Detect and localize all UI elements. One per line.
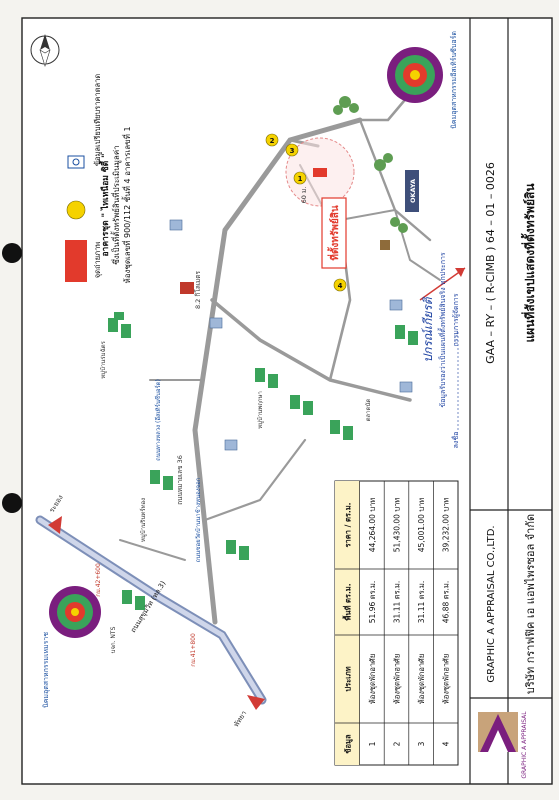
legend-condo: อาคารชุด " ไทเหนือม ซิตี้ " bbox=[98, 153, 111, 256]
binder-hole-top bbox=[2, 243, 22, 263]
road-1-label: ถนนทางหลวง (อีสเทิร์นซีบอร์ด) bbox=[154, 379, 162, 461]
camera-icon bbox=[67, 155, 85, 169]
village-symbols bbox=[108, 312, 418, 610]
comparison-point-1 bbox=[293, 171, 307, 185]
legend: อาคารชุด " ไทเหนือม ซิตี้ " ซึ่งเป็นที่ต… bbox=[65, 74, 132, 284]
market-label: ตลาดนัด bbox=[365, 398, 372, 421]
table-cell: 2 bbox=[393, 741, 402, 746]
logo-caption: GRAPHIC A APPRAISAL bbox=[521, 711, 528, 779]
comparison-point-4 bbox=[333, 278, 347, 292]
property-tag: ที่ตั้งทรัพย์สิน bbox=[327, 205, 341, 260]
table-cell: 45,001.00 บาท bbox=[417, 498, 426, 553]
okaya-sign: OKAYA bbox=[405, 170, 419, 212]
signature-block: ปกรณ์เกียรติ ข้อมูลรับรองว่าเป็นแผนที่ตั… bbox=[421, 252, 460, 448]
table-cell: 51,430.00 บาท bbox=[393, 498, 402, 553]
table-cell: ห้องชุดพักอาศัย bbox=[393, 654, 402, 704]
comparison-point-2 bbox=[265, 133, 279, 147]
comparison-point-3 bbox=[285, 143, 299, 157]
table-cell: 44,264.00 บาท bbox=[368, 498, 377, 553]
main-access-road bbox=[192, 117, 363, 625]
table-cell: 31.11 ตร.ม. bbox=[393, 581, 402, 623]
estate-logo-top bbox=[387, 47, 443, 103]
subject-property: ที่ตั้งทรัพย์สิน bbox=[313, 168, 347, 269]
village-3-label: หมู่บ้านพฤกษา bbox=[257, 391, 264, 429]
tree-clusters bbox=[333, 96, 408, 233]
report-number: GAA – RY – ( R-CIMB ) 64 – 01 – 0026 bbox=[484, 162, 497, 364]
legend-property-swatch bbox=[65, 240, 87, 282]
table-header-cell: ประเภท bbox=[343, 666, 352, 691]
map-title: แผนที่สังเขปแสดงที่ตั้งทรัพย์สิน bbox=[520, 183, 537, 343]
table-cell: 1 bbox=[368, 741, 377, 746]
table-cell: ห้องชุดพักอาศัย bbox=[442, 654, 451, 704]
comparison-point-4-label: 4 bbox=[338, 282, 343, 290]
km-b-label: กม.41+800 bbox=[190, 633, 197, 667]
direction-arrows bbox=[48, 267, 466, 710]
table-cell: 46.88 ตร.ม. bbox=[442, 581, 451, 623]
dist-82-label: 8.2 กิโลเมตร bbox=[194, 270, 202, 309]
comparison-point-3-label: 3 bbox=[290, 147, 295, 155]
company-name-english: GRAPHIC A APPRAISAL CO.,LTD. bbox=[486, 525, 497, 682]
table-header-cell: พื้นที่ ตร.ม. bbox=[341, 583, 352, 620]
legend-property: ซึ่งเป็นที่ตั้งทรัพย์สินที่ประเมินมูลค่า bbox=[110, 145, 122, 264]
legend-comparison-swatch bbox=[66, 200, 86, 220]
nts-label: บจก. NTS bbox=[110, 626, 117, 653]
table-cell: 39,232.00 บาท bbox=[442, 498, 451, 553]
signature-role: กรรมการผู้จัดการ bbox=[452, 293, 460, 346]
comparison-point-2-label: 2 bbox=[270, 137, 275, 145]
dist-60-label: 60 ม. bbox=[300, 187, 308, 204]
comparison-markers: 1 2 3 4 bbox=[265, 133, 347, 292]
table-cell: 3 bbox=[417, 741, 426, 746]
table-header-cell: ราคา / ตร.ม. bbox=[343, 502, 352, 547]
legend-unit: ห้องชุดเลขที่ 900/112 ชั้นที่ 4 อาคารเลข… bbox=[121, 126, 132, 283]
legend-compare: ข้อมูลเปรียบเทียบราคาตลาด bbox=[93, 74, 102, 166]
okaya-label: OKAYA bbox=[409, 179, 417, 203]
signature-note: ข้อมูลรับรองว่าเป็นแผนที่ตั้งทรัพย์สินจร… bbox=[436, 252, 447, 408]
estate-logo-bottom bbox=[49, 586, 101, 638]
village-1-label: หมู่บ้านร่มฉัตร bbox=[100, 340, 107, 378]
title-block: แผนที่สังเขปแสดงที่ตั้งทรัพย์สิน GAA – R… bbox=[469, 18, 552, 784]
table-header-cell: ข้อมูล bbox=[343, 734, 353, 754]
north-arrow-icon bbox=[30, 34, 60, 68]
village-2-label: หมู่บ้านรินทร์ทอง bbox=[139, 498, 147, 542]
signature-label: ลงชื่อ bbox=[451, 432, 460, 449]
company-name-thai: บริษัท กราฟฟิค เอ แอพไพรซอล จำกัด bbox=[524, 514, 537, 694]
table-cell: ห้องชุดพักอาศัย bbox=[368, 654, 377, 704]
legend-photo: จุดถ่ายภาพ bbox=[93, 242, 102, 279]
table-cell: 51.96 ตร.ม. bbox=[368, 581, 377, 623]
estate-top-label: นิคมอุตสาหกรรมอีสเทิร์นซีบอร์ด bbox=[450, 31, 458, 129]
estate-bottom-label: นิคมอุตสาหกรรมเหมราช bbox=[42, 632, 50, 708]
graphic-a-logo: GRAPHIC A APPRAISAL bbox=[478, 711, 528, 779]
table-cell: 31.11 ตร.ม. bbox=[417, 581, 426, 623]
comparison-table: ข้อมูล ประเภท พื้นที่ ตร.ม. ราคา / ตร.ม. 1 ห้… bbox=[334, 480, 459, 766]
road-west-label: ถนนหมายเลข 36 bbox=[176, 455, 184, 505]
table-cell: 4 bbox=[442, 741, 451, 746]
road-2-label: ถนนซอยวัดบ้านนาช้างหนองจอก bbox=[195, 477, 202, 562]
signature-name: ปกรณ์เกียรติ bbox=[421, 296, 435, 362]
km-a-label: กม.42+600 bbox=[95, 563, 102, 597]
binder-hole-bottom bbox=[2, 493, 22, 513]
comparison-point-1-label: 1 bbox=[298, 175, 303, 183]
table-cell: ห้องชุดพักอาศัย bbox=[417, 654, 426, 704]
